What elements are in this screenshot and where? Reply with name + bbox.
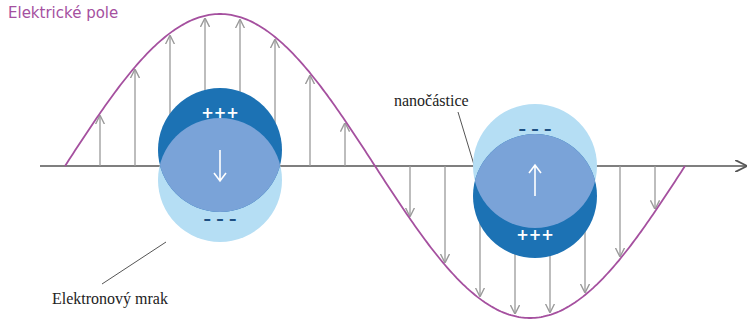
charge-sign: – – – — [158, 210, 282, 228]
field-arrow — [134, 70, 135, 166]
nanoparticle-label: nanočástice — [392, 92, 471, 110]
leader-line — [102, 242, 166, 284]
axis — [40, 165, 746, 167]
electron-cloud-label: Elektronový mrak — [50, 290, 170, 308]
electron-cloud — [158, 118, 282, 242]
overlap — [473, 104, 597, 228]
field-arrows — [100, 19, 655, 313]
electron-cloud — [473, 104, 597, 228]
dipole-arrow — [529, 165, 541, 196]
dipole-arrow — [214, 150, 226, 181]
field-arrow — [344, 124, 345, 167]
nanoparticle: +++ – – – — [158, 88, 282, 242]
field-label: Elektrické pole — [6, 4, 120, 22]
field-arrow — [654, 166, 655, 209]
nanoparticle: – – – +++ — [473, 104, 597, 258]
charge-sign: +++ — [473, 226, 597, 244]
field-wave — [65, 14, 685, 318]
charge-sign: – – – — [473, 120, 597, 138]
charge-sign: +++ — [158, 104, 282, 122]
field-arrow — [409, 166, 410, 216]
field-arrow — [619, 166, 620, 256]
field-arrow — [444, 166, 445, 262]
overlap — [158, 118, 282, 242]
field-arrow — [99, 116, 100, 166]
field-arrow — [309, 76, 310, 166]
